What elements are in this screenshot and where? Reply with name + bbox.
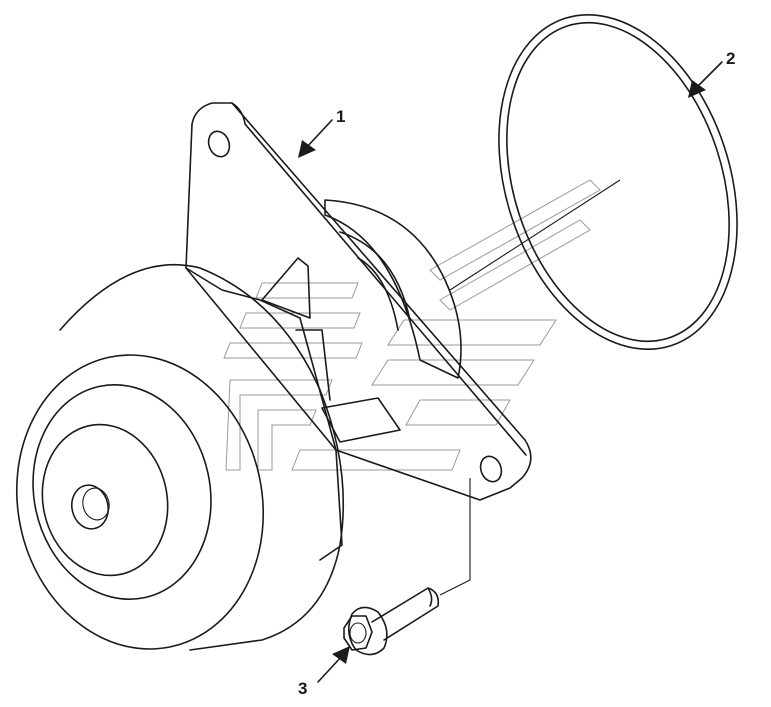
flange-bolt [343, 587, 440, 656]
flange-bolt-hole-bottom [479, 455, 503, 483]
o-ring-seal [498, 13, 738, 351]
seal-alignment-line [449, 179, 621, 291]
pulley-cylinder-body [59, 263, 345, 651]
pump-mounting-flange [185, 102, 532, 501]
bolt-flange-washer [348, 606, 388, 656]
bolt-hex-head [343, 615, 373, 651]
casting-rib-upper [261, 257, 311, 319]
callout-arrow-1 [298, 119, 333, 158]
callout-label-1: 1 [336, 107, 345, 126]
pulley-front-face [15, 354, 265, 650]
pump-body [185, 267, 343, 561]
pulley-hub-ring [41, 423, 169, 577]
o-ring-outer-edge [498, 13, 738, 351]
pulley-inner-ring [32, 383, 212, 601]
alignment-lines [439, 179, 621, 596]
callout-arrow-2 [688, 61, 723, 98]
bolt-alignment-line [439, 478, 471, 596]
watermark-logo [223, 179, 601, 471]
flange-bolt-hole-top [207, 130, 231, 158]
casting-rib-lower [321, 397, 401, 443]
callout-arrow-3 [317, 646, 350, 683]
o-ring-inner-edge [506, 21, 730, 343]
water-pump [15, 102, 532, 651]
callout-label-3: 3 [298, 679, 307, 698]
callout-label-2: 2 [726, 49, 735, 68]
pulley-shaft-bore [71, 484, 109, 530]
bolt-shank [371, 587, 440, 641]
